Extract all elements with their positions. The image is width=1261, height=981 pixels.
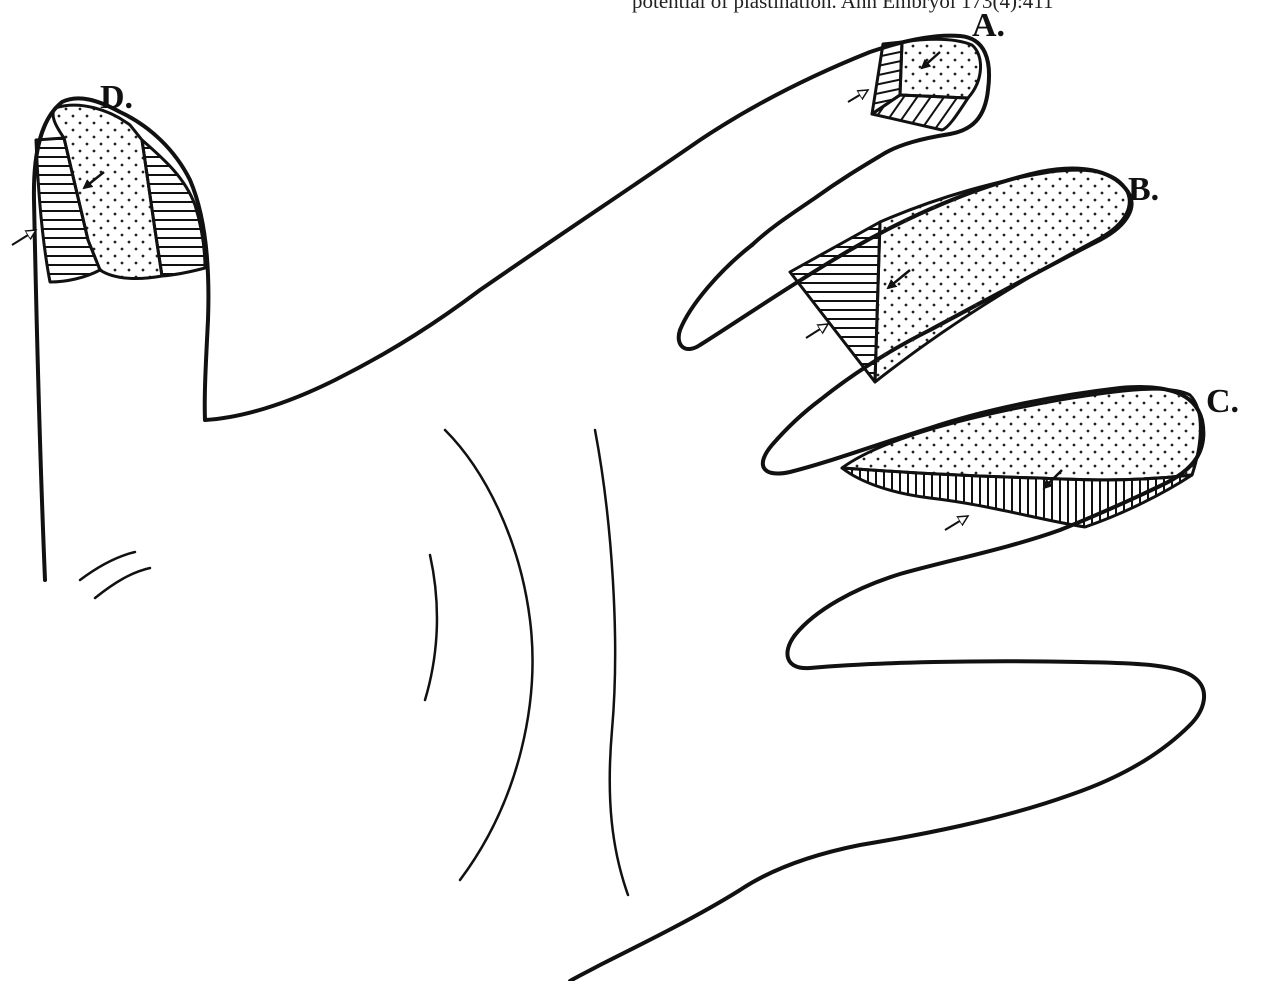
thumb-crease-2 <box>95 568 150 598</box>
flap-d-open-arrow <box>12 230 36 245</box>
label-d: D. <box>100 79 133 116</box>
label-a: A. <box>972 7 1005 44</box>
flap-b <box>790 170 1129 382</box>
label-b: B. <box>1128 171 1159 208</box>
crease-1 <box>445 430 532 880</box>
crease-2 <box>595 430 628 895</box>
flap-c-open-arrow <box>945 516 968 530</box>
flap-a-dotted <box>900 39 981 98</box>
label-c: C. <box>1206 383 1239 420</box>
flap-c <box>842 389 1200 530</box>
flap-a-open-arrow <box>848 90 868 102</box>
flap-b-open-arrow <box>806 324 828 338</box>
flap-b-dotted <box>875 170 1129 382</box>
crease-3 <box>425 555 437 700</box>
palm-creases <box>80 430 628 895</box>
flap-b-hatch <box>790 222 880 382</box>
little-finger-contour <box>570 635 1204 981</box>
